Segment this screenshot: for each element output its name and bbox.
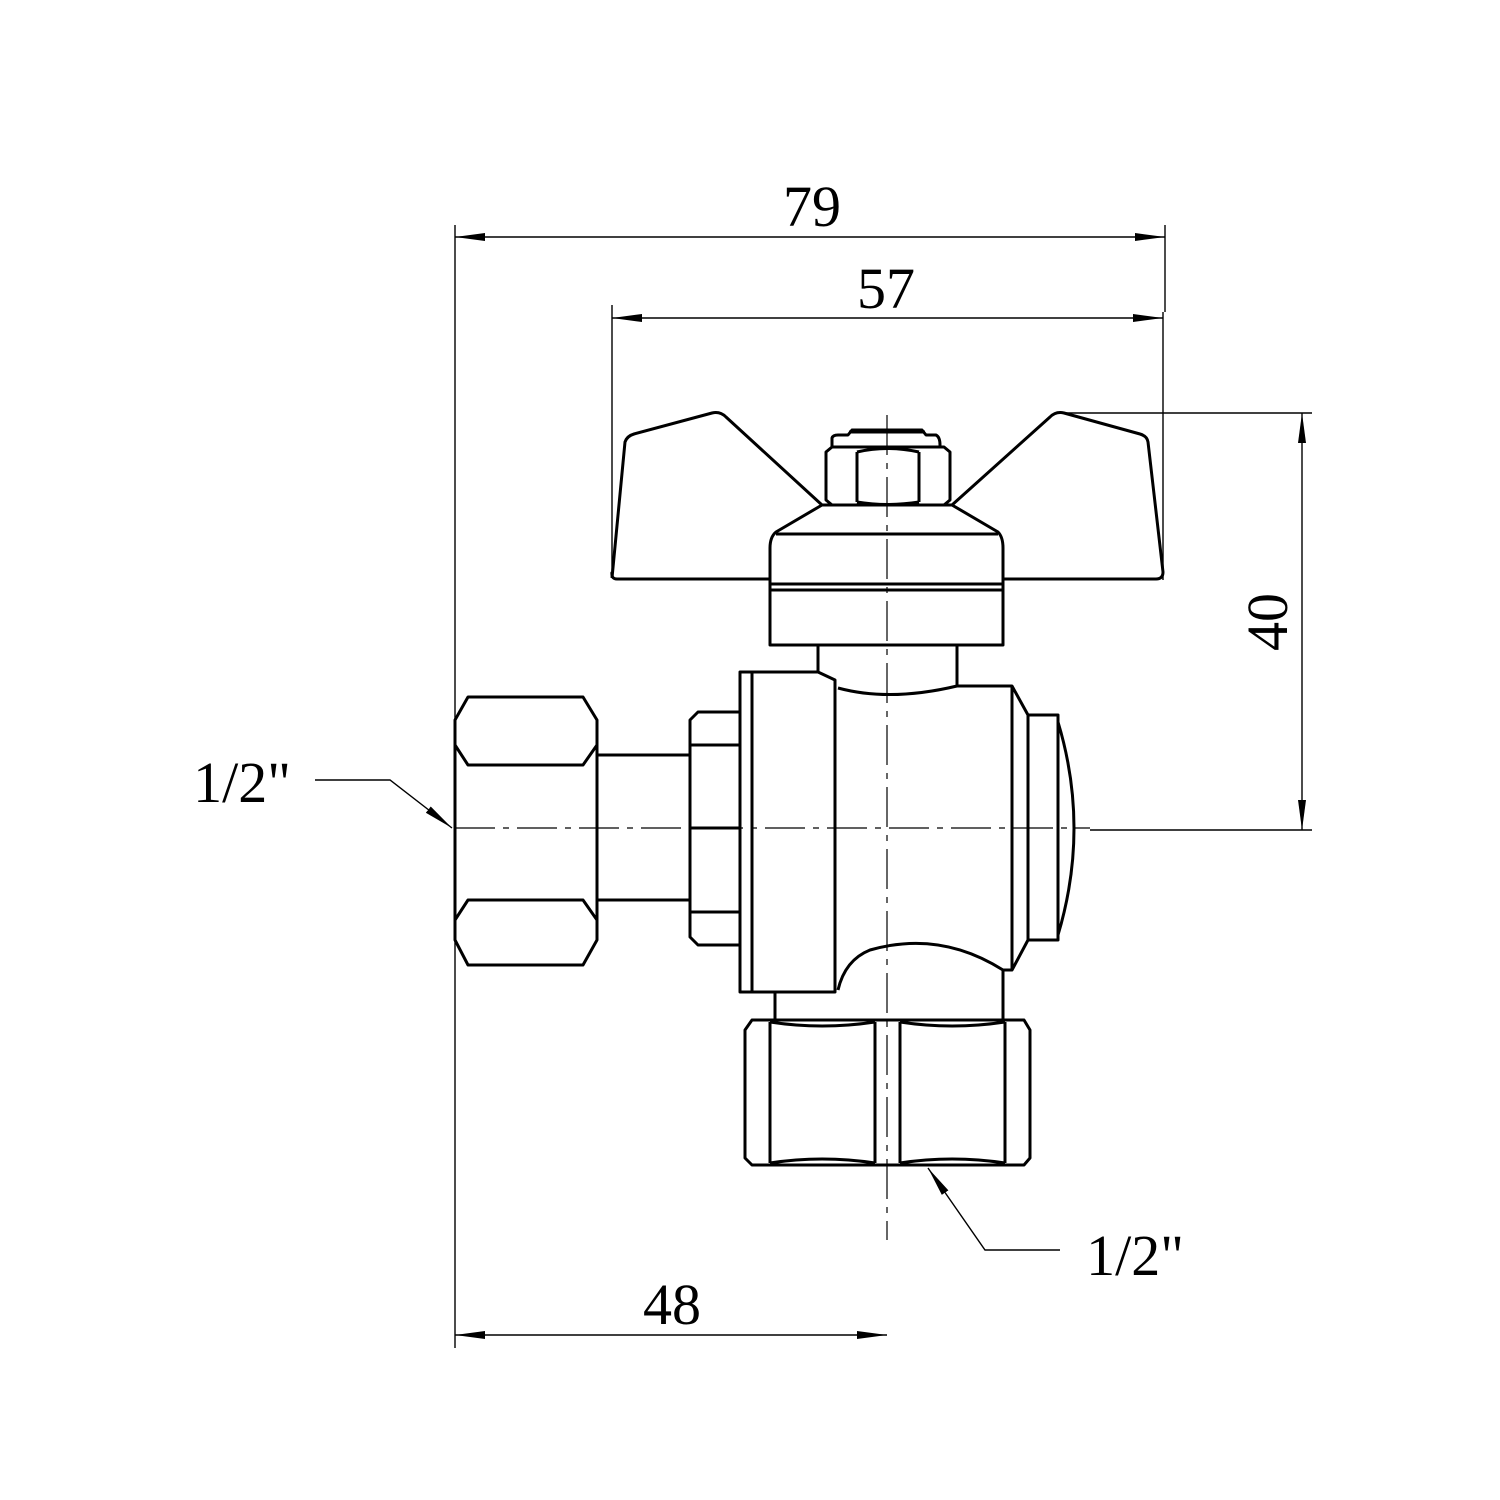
center-lines (455, 415, 1090, 1240)
bottom-union-nut (743, 970, 1032, 1167)
thread-callout-side: 1/2" (193, 750, 453, 829)
dimension-40-label: 40 (1235, 593, 1300, 651)
dimension-79-label: 79 (783, 174, 841, 239)
thread-label-side: 1/2" (193, 750, 291, 815)
dimension-57: 57 (612, 256, 1163, 322)
dimension-57-label: 57 (857, 256, 915, 321)
valve-body (738, 670, 1076, 994)
dimension-40: 40 (1235, 413, 1306, 830)
side-hex-nut (453, 695, 599, 967)
dimension-48-label: 48 (643, 1272, 701, 1337)
thread-label-bottom: 1/2" (1086, 1223, 1184, 1288)
extension-lines (454, 225, 1312, 1348)
dimension-48: 48 (455, 1272, 887, 1339)
dimension-79: 79 (455, 174, 1165, 241)
thread-callout-bottom: 1/2" (927, 1167, 1184, 1288)
